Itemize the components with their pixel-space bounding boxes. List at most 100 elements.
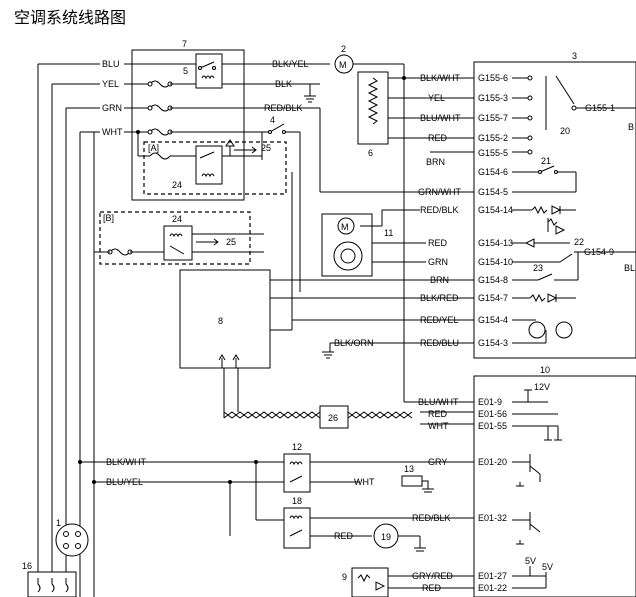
pin-e01-9: E01-9 (478, 397, 502, 407)
motor-2-symbol: M (339, 60, 347, 70)
label-6: 6 (368, 148, 373, 158)
label-7: 7 (182, 39, 187, 49)
label-20: 20 (560, 126, 570, 136)
wire-label-gry: GRY (428, 457, 447, 467)
arrow-25a (234, 146, 257, 154)
label-24a: 24 (172, 180, 182, 190)
wire-label-blk-wht: BLK/WHT (106, 457, 147, 467)
motor-11-symbol: M (341, 222, 349, 232)
voltage-5v-b: 5V (542, 562, 553, 572)
wire-label-blu: BLU (102, 59, 120, 69)
wire-label-wht-lower: WHT (354, 477, 375, 487)
sensor-9 (351, 567, 389, 597)
wire-label-r-brn: BRN (426, 157, 445, 167)
pin-e01-55: E01-55 (478, 421, 507, 431)
wire-label-blk: BLK (275, 79, 292, 89)
pin-e01-32: E01-32 (478, 513, 507, 523)
label-24b: 24 (172, 214, 182, 224)
ecu-transistors (512, 454, 547, 589)
label-8: 8 (218, 316, 223, 326)
wire-label-r-red2: RED (428, 238, 448, 248)
label-12: 12 (292, 442, 302, 452)
label-23: 23 (533, 263, 543, 273)
pin-g154-13: G154-13 (478, 238, 513, 248)
wire-label-r-red-blk: RED/BLK (420, 205, 459, 215)
wire-label-red-lower2: RED (422, 583, 442, 593)
label-box-b: [B] (103, 213, 114, 223)
pin-e01-56: E01-56 (478, 409, 507, 419)
wire-label-red-blk: RED/BLK (264, 103, 303, 113)
fuse-block-16 (27, 571, 77, 597)
ecu-10 (473, 375, 636, 597)
label-1: 1 (56, 518, 61, 528)
pin-g154-9: G154-9 (584, 247, 614, 257)
control-unit-8 (179, 269, 271, 369)
pin-g154-7: G154-7 (478, 293, 508, 303)
wire-label-r-blk-wht: BLK/WHT (420, 73, 461, 83)
wire-label-wht: WHT (102, 127, 123, 137)
unit-8-wires (261, 108, 474, 331)
wire-label-r-yel: YEL (428, 93, 445, 103)
resistor-block-6 (357, 71, 474, 145)
clutch-assembly-11: M (321, 210, 383, 277)
wire-label-r-grn-wht: GRN/WHT (418, 187, 461, 197)
wire-label-r-red: RED (428, 133, 448, 143)
label-4: 4 (270, 115, 275, 125)
wire-label-red-blk-lower: RED/BLK (412, 513, 451, 523)
pin-g155-6: G155-6 (478, 73, 508, 83)
edge-label-b: B (628, 122, 634, 132)
wire-label-l-red: RED (428, 409, 448, 419)
relay-18 (283, 507, 474, 549)
sensor-icon-b (555, 321, 573, 339)
ac-panel-3 (473, 61, 636, 359)
page-title: 空调系统线路图 (14, 8, 127, 27)
wire-label-yel: YEL (102, 79, 119, 89)
label-25a: 25 (261, 143, 271, 153)
wire-label-gry-red: GRY/RED (412, 571, 453, 581)
wire-label-r-brn2: BRN (430, 275, 449, 285)
label-19: 19 (381, 532, 391, 542)
wire-label-blk-yel: BLK/YEL (272, 59, 309, 69)
label-3: 3 (572, 51, 577, 61)
wire-label-grn: GRN (102, 103, 122, 113)
relay-box-b (94, 211, 264, 265)
label-22: 22 (574, 237, 584, 247)
fuse-relay-box-7 (131, 49, 330, 201)
g154-wires (403, 78, 636, 402)
switch-20 (555, 75, 575, 105)
label-21: 21 (541, 156, 551, 166)
label-16: 16 (22, 561, 32, 571)
label-13: 13 (404, 464, 414, 474)
label-2: 2 (341, 44, 346, 54)
connector-1 (55, 523, 89, 557)
label-18: 18 (292, 496, 302, 506)
wire-label-r-blu-wht: BLU/WHT (420, 113, 461, 123)
component-13 (401, 475, 423, 487)
pin-g154-10: G154-10 (478, 257, 513, 267)
pin-e01-27: E01-27 (478, 571, 507, 581)
left-bus (37, 64, 96, 597)
wire-label-red-lower: RED (334, 531, 354, 541)
pin-g154-8: G154-8 (478, 275, 508, 285)
motor-2: M (334, 54, 406, 80)
label-5: 5 (183, 66, 188, 76)
ground-icon-3 (414, 536, 426, 552)
label-26: 26 (328, 413, 338, 423)
wire-label-l-wht: WHT (428, 421, 449, 431)
wire-label-r-grn: GRN (428, 257, 448, 267)
pin-g154-5: G154-5 (478, 187, 508, 197)
label-10: 10 (540, 365, 550, 375)
pin-g155-5: G155-5 (478, 148, 508, 158)
wire-label-r-red-yel: RED/YEL (420, 315, 459, 325)
relay-12 (228, 453, 311, 536)
unit-8-arrows (218, 354, 240, 368)
switch-4 (262, 123, 300, 134)
pin-g155-7: G155-7 (478, 113, 508, 123)
wire-label-blu-yel: BLU/YEL (106, 477, 143, 487)
pin-e01-20: E01-20 (478, 457, 507, 467)
ground-icon (304, 95, 316, 103)
label-9: 9 (342, 572, 347, 582)
wire-label-l-blu-wht: BLU/WHT (418, 397, 459, 407)
pin-g154-6: G154-6 (478, 167, 508, 177)
